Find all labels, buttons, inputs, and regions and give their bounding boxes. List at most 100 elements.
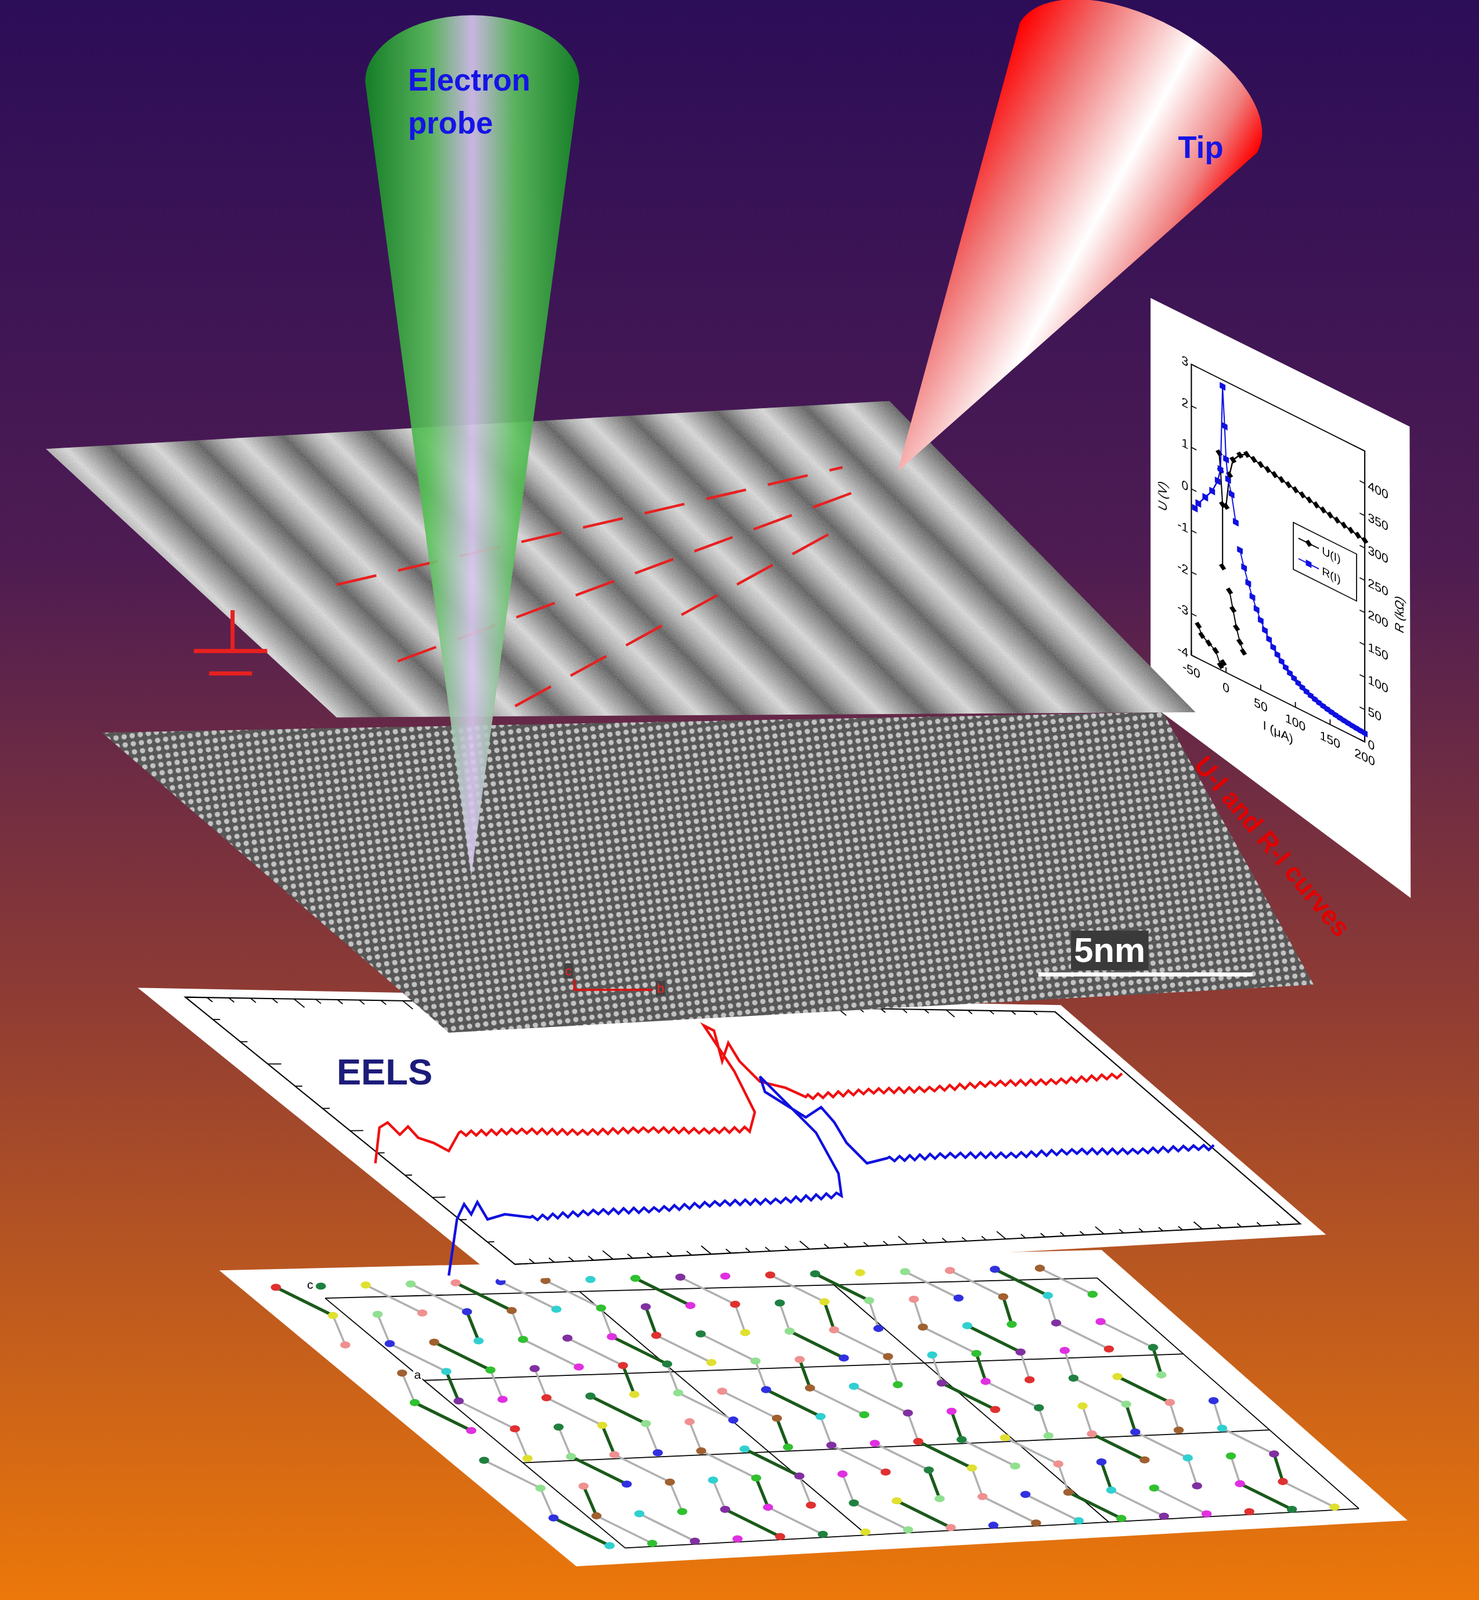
bond	[976, 1353, 986, 1381]
atom	[609, 1450, 620, 1458]
tick	[1359, 706, 1365, 710]
tick	[359, 1000, 365, 1005]
atom	[1164, 1398, 1176, 1406]
data-marker	[1257, 615, 1264, 625]
tick	[1191, 613, 1197, 616]
eels-spectra	[185, 997, 1301, 1276]
bond	[365, 1284, 422, 1313]
data-line	[1198, 625, 1224, 667]
atom	[892, 1380, 904, 1388]
atom	[945, 1523, 957, 1531]
atom	[535, 1484, 546, 1492]
atom	[1106, 1486, 1117, 1494]
atom	[360, 1281, 371, 1289]
tick	[1256, 1222, 1261, 1226]
atom	[673, 1389, 684, 1396]
bond	[941, 1382, 995, 1410]
bond	[546, 1397, 602, 1426]
crystal-plane	[219, 1249, 1408, 1567]
atom	[873, 1324, 885, 1332]
bond	[831, 1444, 886, 1472]
atom	[980, 1377, 991, 1385]
data-marker	[1361, 728, 1368, 738]
tick	[294, 998, 305, 1008]
bond	[656, 1335, 712, 1363]
atom	[891, 1496, 903, 1504]
atom	[1033, 1404, 1045, 1412]
bond	[1239, 1483, 1293, 1510]
tick	[1217, 1224, 1222, 1228]
tick	[946, 1009, 955, 1017]
atom	[1020, 1490, 1031, 1498]
bond	[1231, 1455, 1241, 1484]
bond	[853, 1386, 908, 1413]
atom	[640, 1419, 652, 1427]
bond	[971, 1467, 983, 1497]
axis-label: c	[305, 1277, 315, 1293]
tick	[922, 1238, 927, 1243]
atom	[478, 1456, 490, 1464]
tick	[883, 1241, 889, 1246]
atom	[562, 1334, 573, 1342]
data-marker	[1232, 517, 1239, 527]
atom	[1286, 1505, 1298, 1513]
bond	[1020, 1351, 1030, 1380]
bond	[1117, 1376, 1170, 1403]
atom	[1234, 1480, 1246, 1488]
atom	[1173, 1426, 1185, 1434]
bond	[571, 1456, 627, 1484]
atom	[664, 1478, 676, 1486]
atom	[695, 1330, 706, 1338]
data-line	[1194, 372, 1236, 529]
data-marker	[1292, 484, 1300, 495]
tick	[1359, 513, 1365, 516]
atom	[1052, 1460, 1064, 1468]
data-line	[1229, 590, 1244, 652]
tick	[942, 1238, 947, 1243]
atom	[727, 1416, 739, 1424]
atom	[384, 1339, 396, 1347]
data-marker	[1253, 604, 1260, 614]
bond	[1073, 1378, 1127, 1405]
atom	[565, 1452, 577, 1460]
cell-line	[1097, 1277, 1359, 1509]
atom	[838, 1354, 850, 1362]
atom	[760, 1385, 772, 1393]
cell-line	[325, 1277, 1098, 1298]
atom	[1217, 1424, 1228, 1432]
atom	[899, 1267, 911, 1275]
data-marker	[1219, 381, 1226, 391]
bond	[522, 1339, 579, 1367]
tick	[1079, 1231, 1085, 1235]
bond	[500, 1281, 557, 1309]
data-marker	[1236, 545, 1243, 555]
data-marker	[1209, 486, 1215, 496]
bond	[596, 1515, 653, 1543]
bond	[1082, 1405, 1092, 1434]
data-marker	[1361, 535, 1369, 546]
atom	[604, 1541, 615, 1549]
tick-label: 250	[1367, 574, 1388, 600]
bond	[677, 1392, 734, 1420]
legend-sample	[1306, 559, 1312, 569]
tick-label: 50	[1253, 694, 1268, 716]
bond	[545, 1280, 602, 1308]
data-marker	[1221, 421, 1228, 431]
data-marker	[1250, 453, 1258, 465]
atom	[967, 1463, 978, 1471]
bond	[333, 1315, 346, 1345]
atom	[1024, 1376, 1035, 1384]
bond	[467, 1311, 479, 1341]
bond	[1058, 1463, 1069, 1493]
atom	[1139, 1456, 1150, 1464]
atom	[855, 1268, 866, 1276]
bond	[275, 1286, 333, 1316]
tick	[568, 1256, 575, 1261]
tick-label: -1	[1177, 516, 1189, 536]
bond	[622, 1365, 635, 1395]
atom	[397, 1369, 408, 1377]
bond	[799, 1359, 811, 1388]
tick	[1191, 571, 1197, 575]
tick	[902, 1008, 907, 1013]
legend-box	[1293, 522, 1357, 601]
